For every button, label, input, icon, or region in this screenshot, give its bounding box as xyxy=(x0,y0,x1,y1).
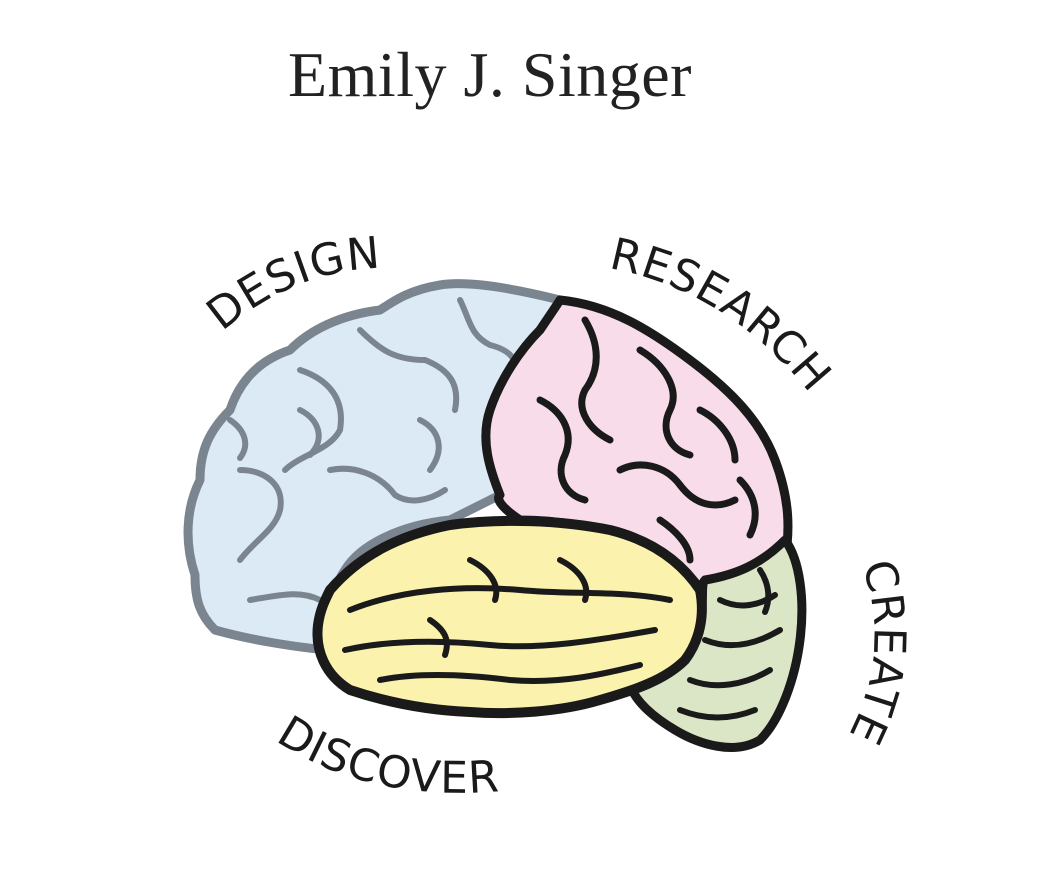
page-title: Emily J. Singer xyxy=(288,39,692,110)
label-create: CREATE xyxy=(839,554,915,752)
create-lobe xyxy=(625,535,807,752)
discover-lobe xyxy=(312,515,707,719)
label-discover: DISCOVER xyxy=(269,706,501,804)
